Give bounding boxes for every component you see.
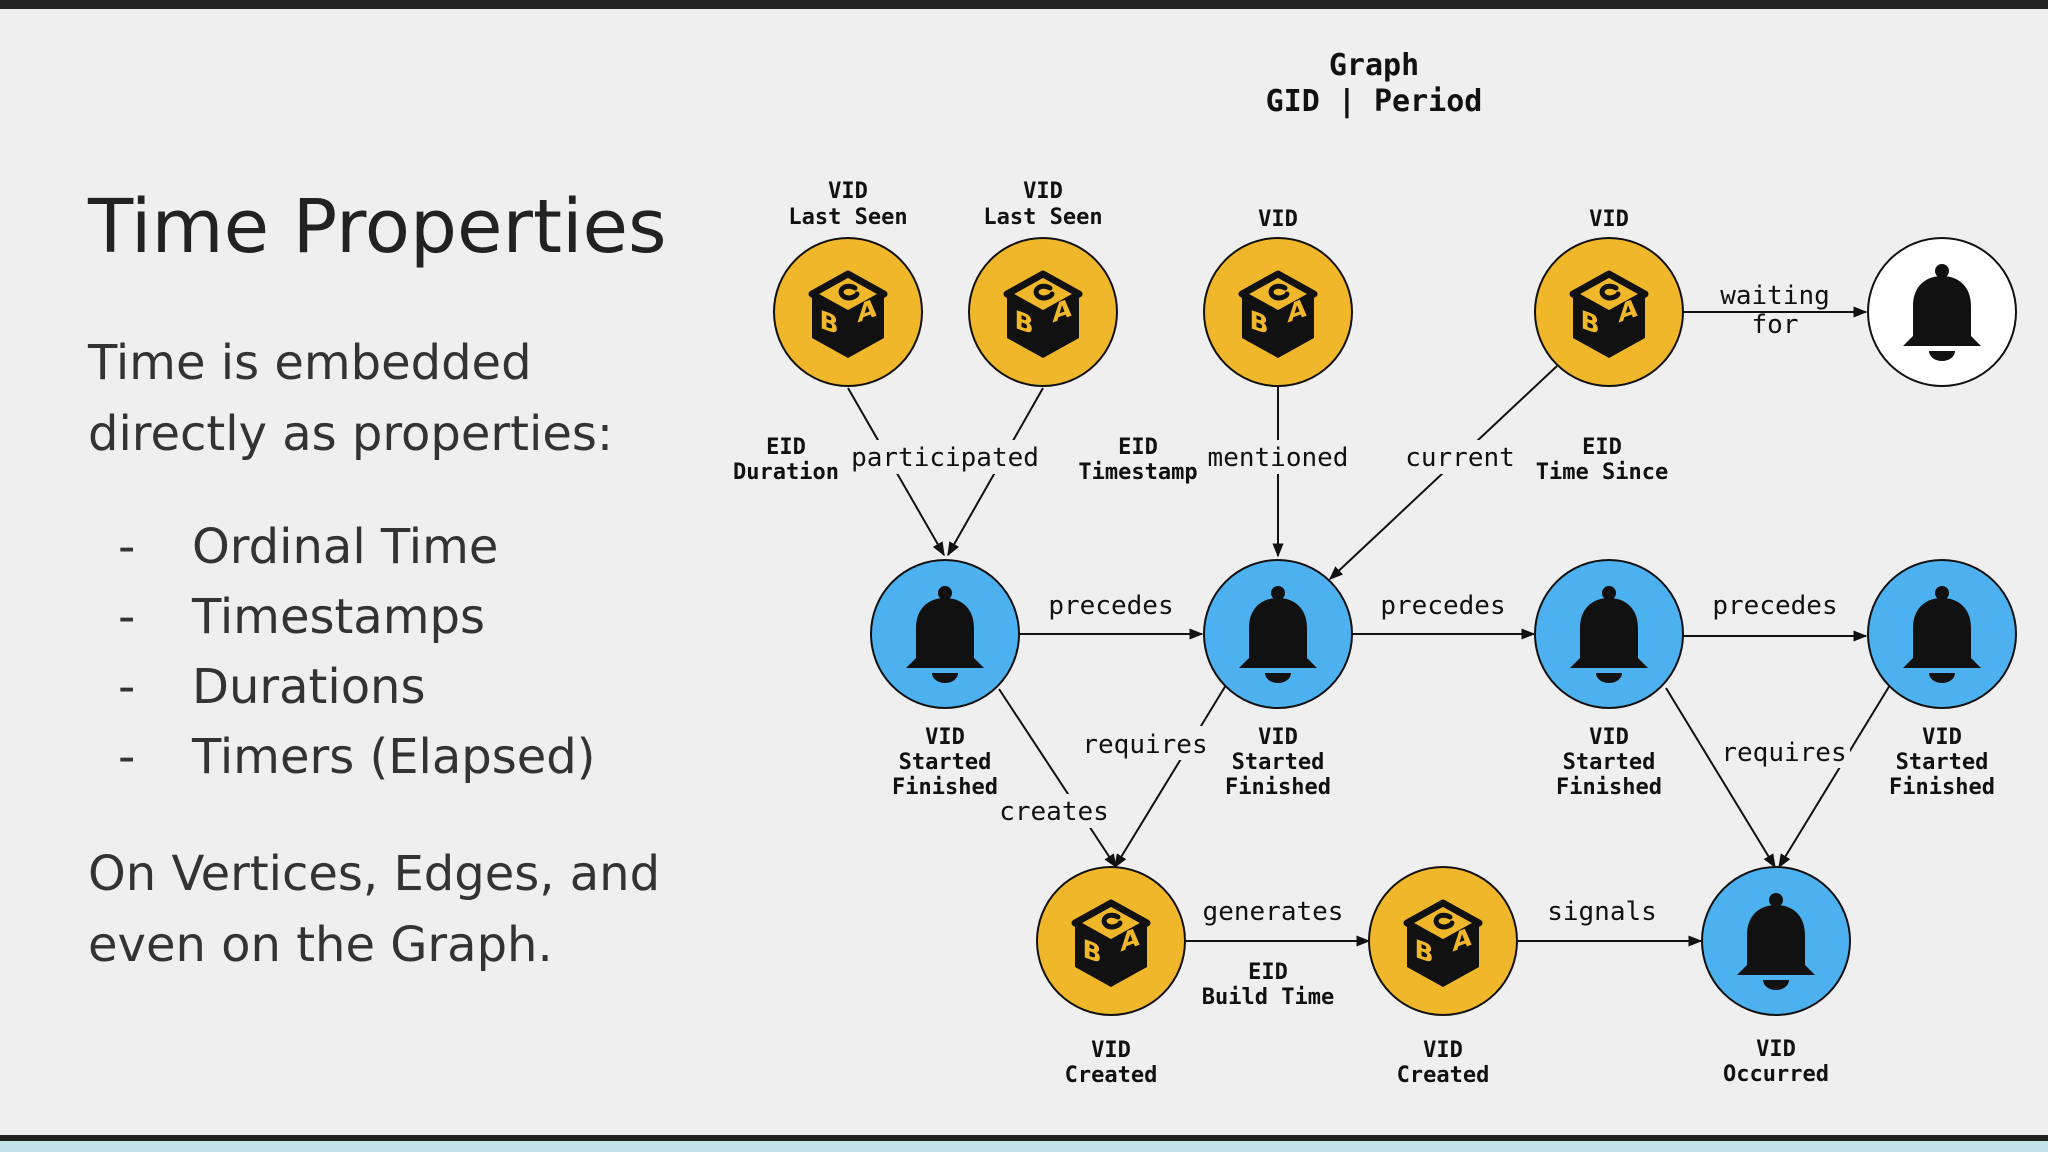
edge-labels: participated mentioned current waiting f… — [851, 281, 1850, 927]
node-label: Last Seen — [983, 205, 1102, 230]
event-node: VID Occurred — [1701, 866, 1851, 1087]
eid-time-since-label: EID — [1582, 435, 1622, 460]
slide-title: Time Properties — [88, 184, 667, 270]
edge-property-labels: EID Duration EID Timestamp EID Time Sinc… — [733, 435, 1668, 1010]
eid-timestamp-label: EID — [1118, 435, 1158, 460]
node-label: Finished — [1225, 775, 1331, 800]
node-label: Finished — [892, 775, 998, 800]
edges — [847, 306, 1891, 947]
edge-label-current: current — [1405, 443, 1515, 473]
edge-label-precedes-2: precedes — [1380, 591, 1505, 621]
node-label: Started — [1896, 750, 1989, 775]
edge-requires-3 — [1778, 684, 1891, 869]
top-border — [0, 0, 2048, 9]
edge-label-participated: participated — [851, 443, 1039, 473]
eid-build-time-value: Build Time — [1202, 985, 1334, 1010]
node-label: VID — [828, 179, 868, 204]
node-label: Started — [899, 750, 992, 775]
cube-node: VID Last Seen — [968, 179, 1118, 387]
node-label: VID — [1589, 725, 1629, 750]
node-label: VID — [1423, 1038, 1463, 1063]
cube-node: VID Created — [1036, 866, 1186, 1088]
event-node: VID Started Finished — [1867, 559, 2017, 800]
node-label: Created — [1065, 1063, 1158, 1088]
bottom-strip — [0, 1141, 2048, 1152]
node-label: VID — [1091, 1038, 1131, 1063]
node-label: Finished — [1889, 775, 1995, 800]
node-label: VID — [1023, 179, 1063, 204]
bell-node-white — [1867, 237, 2017, 387]
edge-label-precedes-3: precedes — [1712, 591, 1837, 621]
node-label: VID — [1258, 725, 1298, 750]
eid-build-time-label: EID — [1248, 960, 1288, 985]
cube-node: VID Last Seen — [773, 179, 923, 387]
bullet-list: -Ordinal Time -Timestamps -Durations -Ti… — [88, 512, 595, 792]
bullet-text: Ordinal Time — [192, 519, 499, 575]
bullet-marker: - — [118, 589, 136, 645]
outro-line-2: even on the Graph. — [88, 917, 553, 973]
eid-timestamp-value: Timestamp — [1078, 460, 1197, 485]
bullet-text: Timers (Elapsed) — [192, 729, 596, 785]
outro-text: On Vertices, Edges, and even on the Grap… — [88, 839, 708, 981]
edge-label-generates: generates — [1203, 897, 1344, 927]
bullet-item: -Timers (Elapsed) — [88, 722, 595, 792]
edge-requires-1 — [1114, 684, 1227, 869]
edge-label-waiting: waiting — [1720, 281, 1830, 311]
node-label: VID — [1589, 207, 1629, 232]
intro-line-2: directly as properties: — [88, 406, 614, 462]
node-label: Last Seen — [788, 205, 907, 230]
edge-requires-2 — [1665, 687, 1776, 869]
node-label: VID — [925, 725, 965, 750]
node-label: VID — [1258, 207, 1298, 232]
bullet-marker: - — [118, 729, 136, 785]
cube-node: VID Created — [1368, 866, 1518, 1088]
eid-duration-value: Duration — [733, 460, 839, 485]
bullet-text: Durations — [192, 659, 426, 715]
edge-label-requires-1: requires — [1082, 730, 1207, 760]
node-label: Occurred — [1723, 1062, 1829, 1087]
edge-label-signals: signals — [1547, 897, 1657, 927]
bullet-text: Timestamps — [192, 589, 485, 645]
edge-label-precedes-1: precedes — [1048, 591, 1173, 621]
node-label: Created — [1397, 1063, 1490, 1088]
node-label: VID — [1756, 1037, 1796, 1062]
eid-time-since-value: Time Since — [1536, 460, 1668, 485]
bullet-marker: - — [118, 519, 136, 575]
node-label: VID — [1922, 725, 1962, 750]
intro-line-1: Time is embedded — [88, 335, 532, 391]
edge-label-requires-2: requires — [1721, 738, 1846, 768]
bullet-item: -Ordinal Time — [88, 512, 595, 582]
node-label: Started — [1232, 750, 1325, 775]
eid-duration-label: EID — [766, 435, 806, 460]
intro-text: Time is embedded directly as properties: — [88, 328, 688, 470]
bullet-item: -Durations — [88, 652, 595, 722]
cube-node: VID — [1534, 207, 1684, 387]
event-node: VID Started Finished — [1534, 559, 1684, 800]
graph-subtitle: GID | Period — [1266, 84, 1483, 119]
bullet-marker: - — [118, 659, 136, 715]
graph-title: Graph — [1329, 48, 1419, 83]
outro-line-1: On Vertices, Edges, and — [88, 846, 661, 902]
edge-label-for: for — [1752, 310, 1799, 340]
edge-label-creates: creates — [999, 797, 1109, 827]
edge-label-mentioned: mentioned — [1208, 443, 1349, 473]
event-node: VID Started Finished — [870, 559, 1020, 800]
node-label: Finished — [1556, 775, 1662, 800]
bullet-item: -Timestamps — [88, 582, 595, 652]
node-label: Started — [1563, 750, 1656, 775]
cube-node: VID — [1203, 207, 1353, 387]
bottom-border — [0, 1135, 2048, 1141]
edge-creates — [998, 688, 1117, 869]
event-node: VID Started Finished — [1203, 559, 1353, 800]
